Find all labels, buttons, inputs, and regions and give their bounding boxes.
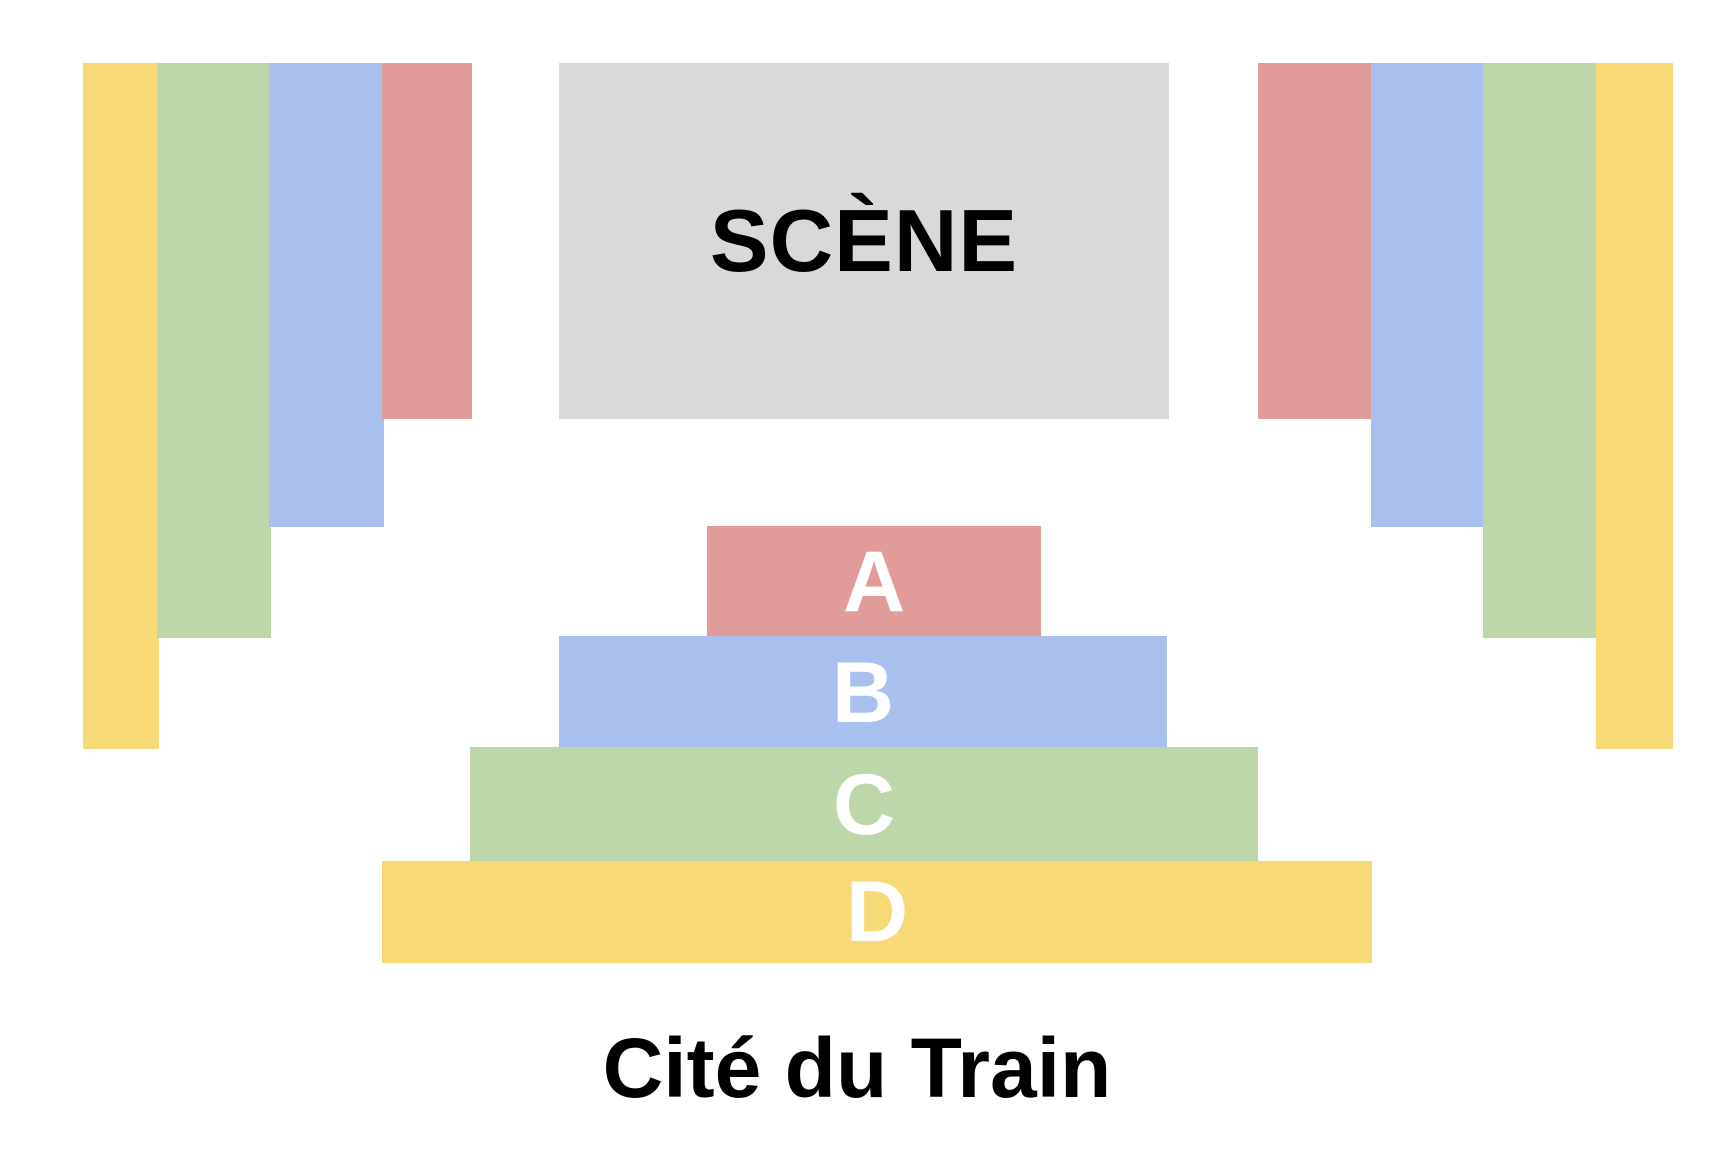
stage: SCÈNE — [559, 63, 1169, 419]
row-b-label: B — [831, 644, 895, 741]
venue-name: Cité du Train — [602, 1021, 1112, 1115]
row-d[interactable]: D — [382, 861, 1372, 963]
right-tier-green — [1483, 63, 1598, 638]
row-d-label: D — [845, 864, 909, 960]
row-c-label: C — [832, 757, 896, 853]
right-tier-red — [1258, 63, 1373, 419]
stage-label: SCÈNE — [709, 191, 1019, 290]
left-tier-yellow — [83, 63, 159, 749]
left-tier-red — [382, 63, 472, 419]
row-a-label: A — [842, 534, 906, 630]
row-b[interactable]: B — [559, 636, 1167, 749]
right-tier-yellow — [1596, 63, 1673, 749]
left-tier-green — [157, 63, 271, 638]
right-tier-blue — [1371, 63, 1485, 527]
left-tier-blue — [269, 63, 384, 527]
row-a[interactable]: A — [707, 526, 1041, 638]
row-c[interactable]: C — [470, 747, 1258, 863]
